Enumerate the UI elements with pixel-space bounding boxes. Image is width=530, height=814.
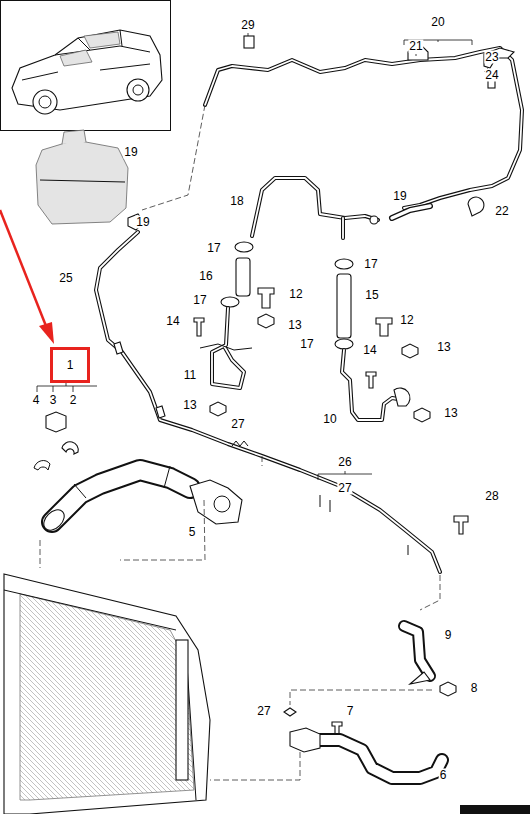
callout-number: 29 [240,19,255,32]
callout-number: 28 [484,490,499,503]
callout-number: 19 [135,216,150,229]
callout-number: 6 [439,769,448,782]
callout-box: 1 [50,347,90,383]
callout-number: 13 [436,341,451,354]
callout-number: 22 [494,205,509,218]
callout-number: 11 [183,369,197,382]
callout-number: 14 [362,344,377,357]
leader-line [37,33,488,480]
callout-number: 1 [67,358,74,372]
callout-number: 8 [470,682,479,695]
callout-number: 13 [287,319,302,332]
callout-number: 14 [165,315,180,328]
callout-number: 7 [346,705,355,718]
coolant-pipe [252,178,430,238]
callout-number: 3 [49,394,58,407]
watermark-bar [460,805,530,814]
callout-number: 20 [430,16,445,29]
callout-number: 9 [444,629,453,642]
callout-number: 13 [443,407,458,420]
pointer-arrow [0,210,54,344]
callout-number: 17 [206,242,221,255]
coolant-pipe [200,308,252,388]
callout-number: 24 [484,69,499,82]
coolant-pipe [205,36,522,216]
callout-number: 23 [484,51,499,64]
lower-hose [290,626,442,778]
radiator-hose [40,466,242,534]
callout-number: 19 [392,190,407,203]
callout-number: 25 [58,272,73,285]
callout-number: 2 [69,394,78,407]
callout-number: 10 [322,413,337,426]
seal-and-clip [34,412,78,470]
callout-number: 27 [256,705,271,718]
coolant-pipe [96,214,440,572]
callout-number: 12 [288,288,303,301]
callout-number: 27 [230,418,245,431]
callout-number: 18 [229,195,244,208]
vehicle-thumbnail [1,1,171,131]
radiator [4,574,210,814]
callout-number: 19 [123,146,138,159]
dashed-leader [40,105,440,780]
coolant-pipe [342,350,410,420]
callout-number: 21 [408,40,423,53]
callout-number: 27 [337,482,352,495]
callout-number: 17 [363,258,378,271]
callout-number: 12 [399,314,414,327]
callout-number: 17 [299,338,314,351]
callout-number: 15 [364,289,379,302]
callout-number: 4 [32,394,41,407]
coolant-hose [221,242,353,349]
expansion-tank [36,130,128,224]
callout-number: 13 [182,399,197,412]
callout-number: 16 [198,270,213,283]
callout-number: 5 [188,526,197,539]
callout-number: 26 [337,456,352,469]
callout-number: 17 [192,294,207,307]
